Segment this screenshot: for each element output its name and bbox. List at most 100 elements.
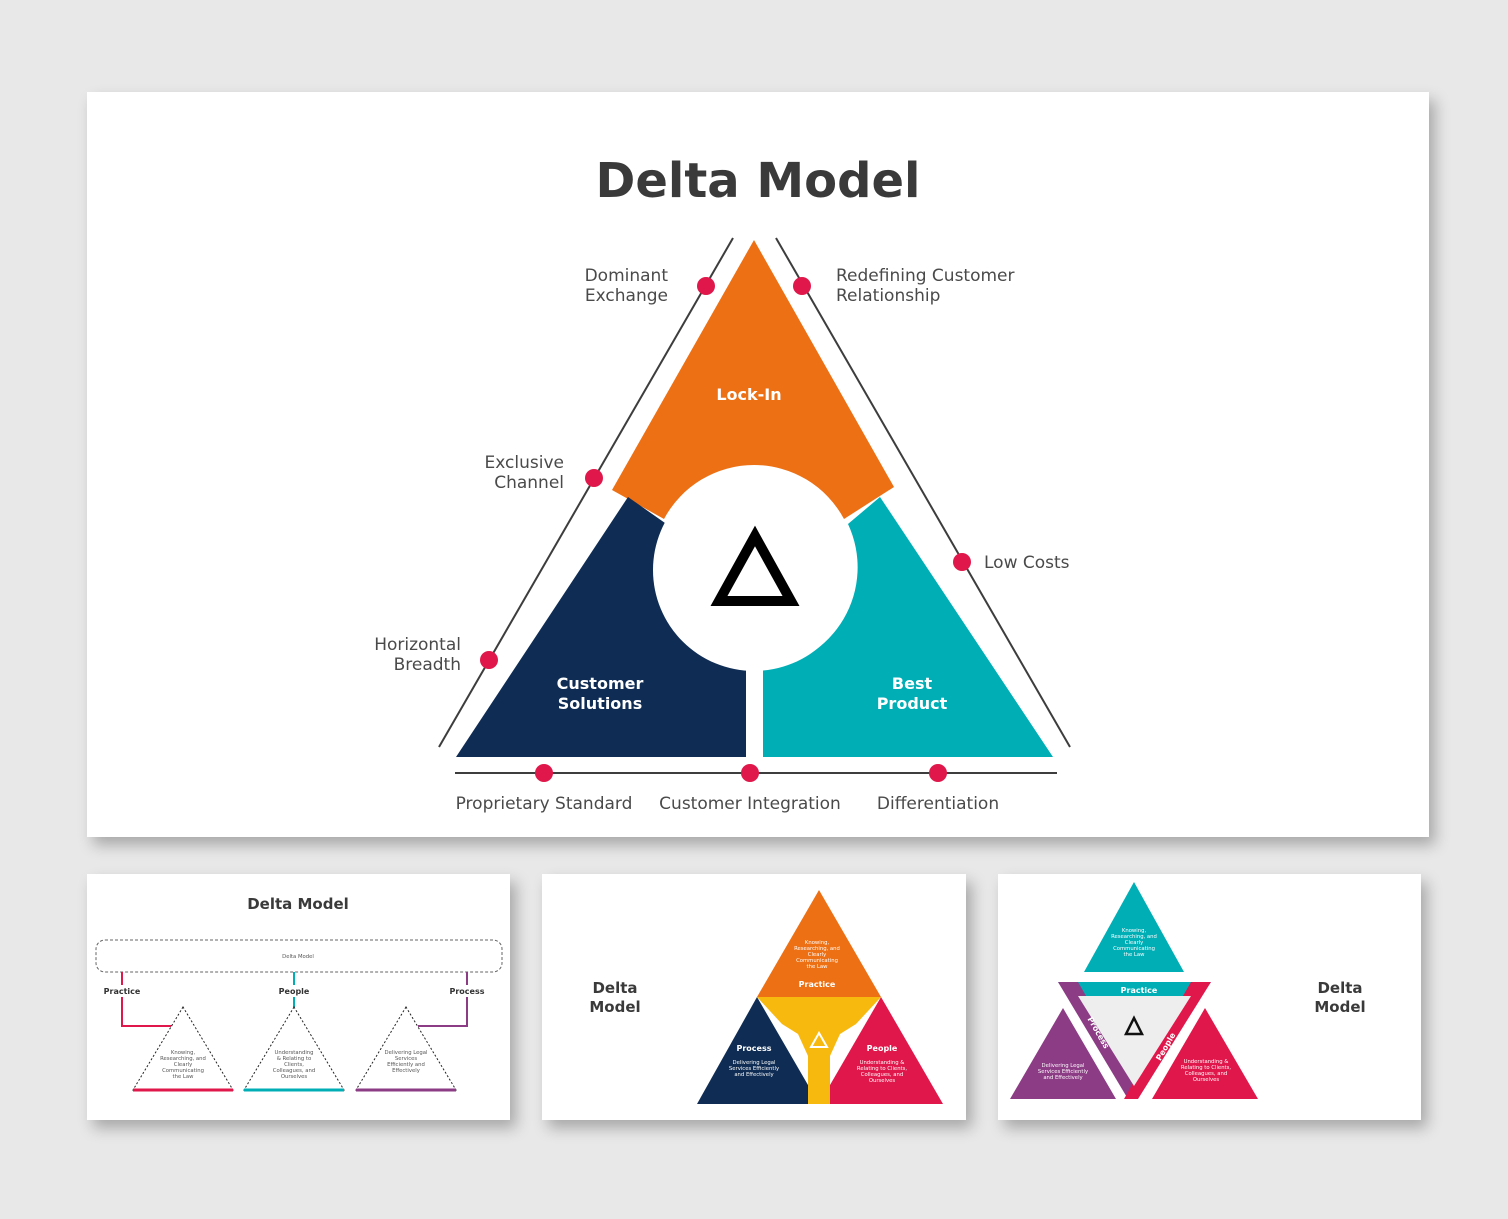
thumb2-people-text-2: Relating to Clients, bbox=[857, 1066, 907, 1072]
label-proprietary-standard: Proprietary Standard bbox=[456, 794, 633, 814]
thumb1-label-bg-2 bbox=[275, 985, 315, 997]
thumb3-right-text-3: Colleagues, and bbox=[1185, 1071, 1227, 1077]
thumb2-process-text-3: and Effectively bbox=[734, 1072, 773, 1078]
delta-model-diagram: Delta Model Lock-In Customer Solutions B… bbox=[374, 153, 1071, 814]
dot-proprietary-standard bbox=[535, 764, 553, 782]
best-product-label-line2: Product bbox=[877, 694, 948, 713]
thumb2-practice-text-5: the Law bbox=[807, 964, 829, 970]
thumb1-text-process-3: Efficiently and bbox=[387, 1062, 425, 1068]
thumb3-right-text-2: Relating to Clients, bbox=[1181, 1065, 1231, 1071]
thumb1-label-process: Process bbox=[450, 987, 485, 996]
thumb1-label-bg-3 bbox=[445, 985, 489, 997]
thumb3-left-text-1: Delivering Legal bbox=[1042, 1063, 1085, 1069]
thumb1-triangle-process bbox=[355, 1006, 457, 1091]
thumb3-right-text-4: Ourselves bbox=[1193, 1077, 1220, 1083]
right-edge-line bbox=[775, 237, 1071, 748]
thumb2-people-text-1: Understanding & bbox=[860, 1060, 905, 1066]
thumb2-people-text-4: Ourselves bbox=[869, 1078, 896, 1084]
best-product-segment[interactable] bbox=[763, 497, 1053, 757]
thumb2-process-label: Process bbox=[737, 1044, 772, 1053]
thumb1-text-people-4: Colleagues, and bbox=[273, 1068, 315, 1074]
label-dominant-exchange-2: Exchange bbox=[585, 286, 668, 306]
thumb3-left-triangle[interactable] bbox=[1010, 1008, 1116, 1099]
dot-horizontal-breadth bbox=[480, 651, 498, 669]
thumb3-practice-bar bbox=[1058, 982, 1211, 996]
thumb3-title-2: Model bbox=[1314, 998, 1365, 1016]
thumb3-top-triangle[interactable] bbox=[1084, 882, 1184, 972]
thumb3-process-side bbox=[1058, 982, 1138, 1099]
thumb2-practice-text-2: Researching, and bbox=[794, 946, 840, 952]
label-exclusive-channel-1: Exclusive bbox=[485, 453, 564, 473]
thumb1-label-people: People bbox=[279, 987, 310, 996]
thumb1-connector-practice bbox=[121, 972, 183, 1027]
thumb1-label-practice: Practice bbox=[104, 987, 141, 996]
dot-differentiation bbox=[929, 764, 947, 782]
thumb1-text-people-2: & Relating to bbox=[277, 1056, 312, 1062]
customer-solutions-label-line1: Customer bbox=[557, 674, 644, 693]
delta-symbol-icon bbox=[710, 525, 800, 606]
thumb3-top-text-4: Communicating bbox=[1113, 946, 1155, 952]
thumb3-top-text-3: Clearly bbox=[1125, 940, 1143, 946]
thumb2-process-text-1: Delivering Legal bbox=[733, 1060, 776, 1066]
thumb2-diagram: Delta Model Knowing, Researching, and Cl… bbox=[589, 890, 943, 1104]
thumb3-top-text-2: Researching, and bbox=[1111, 934, 1157, 940]
label-redefining-2: Relationship bbox=[836, 286, 940, 306]
label-exclusive-channel-2: Channel bbox=[494, 473, 564, 493]
thumb1-text-practice-2: Researching, and bbox=[160, 1056, 206, 1062]
main-slide[interactable]: Delta Model Lock-In Customer Solutions B… bbox=[87, 92, 1429, 837]
thumb2-center-segment bbox=[757, 997, 881, 1104]
thumb2-practice-text-1: Knowing, bbox=[805, 940, 830, 946]
thumb3-top-text-1: Knowing, bbox=[1122, 928, 1147, 934]
best-product-label-line1: Best bbox=[892, 674, 933, 693]
thumb1-text-process-2: Services bbox=[395, 1056, 418, 1062]
thumb3-practice-label: Practice bbox=[1121, 986, 1158, 995]
label-redefining-1: Redefining Customer bbox=[836, 266, 1015, 286]
thumb1-triangle-practice bbox=[132, 1006, 234, 1091]
thumb3-delta-icon bbox=[1123, 1015, 1145, 1036]
thumbnail-slide-1[interactable]: Delta Model Delta Model Practice People … bbox=[87, 874, 510, 1120]
thumbnail-slide-3[interactable]: Delta Model Knowing, Researching, and Cl… bbox=[998, 874, 1421, 1120]
thumb2-title-1: Delta bbox=[592, 979, 637, 997]
dot-dominant-exchange bbox=[697, 277, 715, 295]
thumb3-people-side bbox=[1124, 982, 1211, 1099]
page-title: Delta Model bbox=[595, 153, 920, 209]
thumb1-root-label: Delta Model bbox=[282, 954, 314, 960]
label-horizontal-breadth-2: Breadth bbox=[394, 655, 461, 675]
label-differentiation: Differentiation bbox=[877, 794, 999, 814]
label-low-costs: Low Costs bbox=[984, 553, 1070, 573]
thumb1-text-people-3: Clients, bbox=[284, 1062, 304, 1068]
thumb3-right-text-1: Understanding & bbox=[1184, 1059, 1229, 1065]
dot-exclusive-channel bbox=[585, 469, 603, 487]
lock-in-label: Lock-In bbox=[716, 385, 781, 404]
thumb2-process-text-2: Services Efficiently bbox=[729, 1066, 779, 1072]
thumb1-text-practice-1: Knowing, bbox=[171, 1050, 196, 1056]
thumb2-practice-segment[interactable] bbox=[757, 890, 881, 997]
thumb1-title: Delta Model bbox=[247, 895, 349, 913]
thumb2-title-2: Model bbox=[589, 998, 640, 1016]
dot-redefining bbox=[793, 277, 811, 295]
thumb2-practice-label: Practice bbox=[799, 980, 836, 989]
lock-in-segment[interactable] bbox=[612, 240, 894, 519]
thumb1-connector-process bbox=[418, 972, 468, 1027]
customer-solutions-segment[interactable] bbox=[456, 497, 746, 757]
thumb3-title-1: Delta bbox=[1317, 979, 1362, 997]
thumb3-center-triangle bbox=[1078, 996, 1191, 1086]
thumb2-delta-icon bbox=[809, 1030, 829, 1048]
label-customer-integration: Customer Integration bbox=[659, 794, 841, 814]
thumb2-practice-text-3: Clearly bbox=[808, 952, 826, 958]
thumbnail-slide-2[interactable]: Delta Model Knowing, Researching, and Cl… bbox=[542, 874, 966, 1120]
thumb1-text-process-4: Effectively bbox=[392, 1068, 420, 1074]
thumb3-diagram: Delta Model Knowing, Researching, and Cl… bbox=[1010, 882, 1366, 1099]
thumb3-left-text-2: Services Efficiently bbox=[1038, 1069, 1088, 1075]
thumb2-process-segment[interactable] bbox=[697, 997, 819, 1104]
thumb3-right-triangle[interactable] bbox=[1152, 1008, 1258, 1099]
edge-markers bbox=[480, 277, 971, 782]
thumb2-people-label: People bbox=[867, 1044, 898, 1053]
thumb2-people-segment[interactable] bbox=[819, 997, 943, 1104]
dot-low-costs bbox=[953, 553, 971, 571]
customer-solutions-label-line2: Solutions bbox=[558, 694, 642, 713]
label-horizontal-breadth-1: Horizontal bbox=[374, 635, 461, 655]
thumb1-triangle-people bbox=[243, 1006, 345, 1091]
thumb2-practice-text-4: Communicating bbox=[796, 958, 838, 964]
label-dominant-exchange-1: Dominant bbox=[585, 266, 669, 286]
